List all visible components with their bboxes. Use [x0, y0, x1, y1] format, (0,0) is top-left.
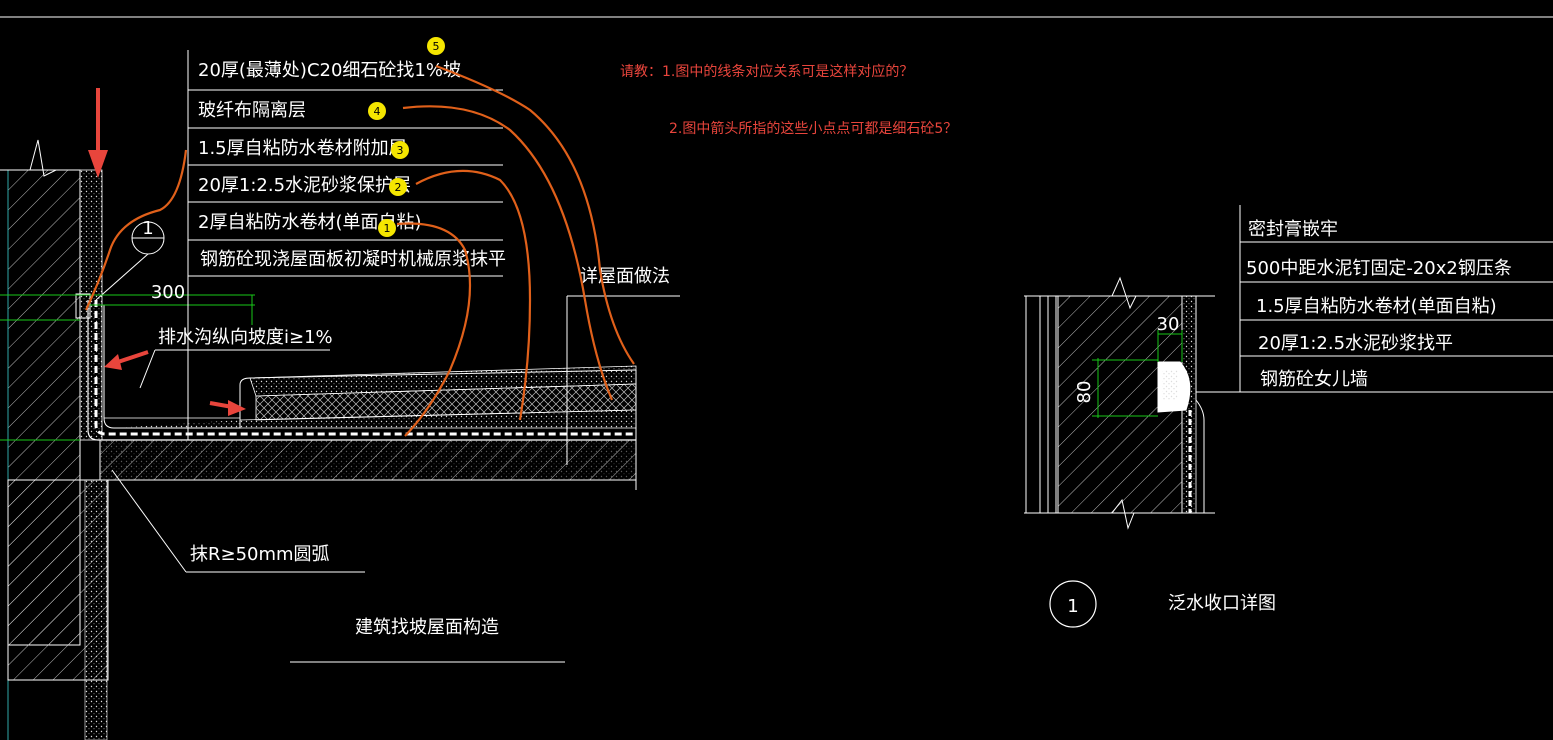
dim-80-text: 80: [1074, 381, 1095, 404]
svg-text:3: 3: [397, 144, 404, 157]
dimension-300: [0, 294, 255, 441]
right-dimensions: [1092, 330, 1183, 418]
layer-label-slab: 钢筋砼现浇屋面板初凝时机械原浆抹平: [200, 249, 506, 270]
drain-slope-note: 排水沟纵向坡度i≥1%: [158, 327, 333, 348]
layer-label-5: 20厚(最薄处)C20细石砼找1%坡: [198, 60, 461, 81]
question-2: 2.图中箭头所指的这些小点点可都是细石砼5？: [669, 120, 957, 137]
red-arrows: [88, 88, 246, 416]
detail-reference-label: 详屋面做法: [580, 266, 670, 287]
left-drawing-title: 建筑找坡屋面构造: [355, 617, 499, 638]
layer-label-3: 1.5厚自粘防水卷材附加层: [198, 138, 407, 159]
right-flashing-detail: 30 80 密封膏嵌牢 500中距水泥钉固定-20x2钢压条 1.5厚自粘防水卷…: [1024, 205, 1553, 628]
arc-radius-note: 抹R≥50mm圆弧: [190, 544, 330, 565]
layer-table-lines: [188, 89, 503, 277]
badge-1: 1: [378, 219, 396, 237]
badge-2: 2: [389, 178, 407, 196]
svg-text:1: 1: [384, 222, 391, 235]
annotation-curves: [85, 64, 635, 437]
svg-text:4: 4: [374, 105, 381, 118]
right-note-3: 20厚1:2.5水泥砂浆找平: [1258, 333, 1453, 354]
detail-number-circle: [1049, 580, 1097, 628]
right-note-1: 500中距水泥钉固定-20x2钢压条: [1246, 258, 1512, 279]
dim-300-text: 300: [151, 282, 185, 303]
question-1: 请教：1.图中的线条对应关系可是这样对应的？: [620, 63, 913, 80]
right-drawing-title: 泛水收口详图: [1168, 593, 1276, 614]
layer-label-4: 玻纤布隔离层: [198, 100, 306, 121]
right-note-0: 密封膏嵌牢: [1248, 218, 1338, 240]
detail-number-text: 1: [1067, 596, 1078, 617]
left-section-drawing: 1 300 20厚(最薄处)C20细石砼找1%坡: [0, 37, 957, 740]
break-symbol: [0, 139, 80, 177]
badge-4: 4: [368, 102, 386, 120]
layer-label-1: 2厚自粘防水卷材(单面自粘): [198, 212, 422, 233]
badge-3: 3: [391, 141, 409, 159]
svg-text:2: 2: [395, 181, 402, 194]
layer-label-2: 20厚1:2.5水泥砂浆保护层: [198, 175, 411, 196]
svg-text:5: 5: [433, 40, 440, 53]
waterproof-membrane-line: [94, 300, 636, 436]
right-note-2: 1.5厚自粘防水卷材(单面自粘): [1256, 296, 1497, 317]
right-notes-table-lines: [1240, 241, 1553, 357]
dim-30-text: 30: [1157, 314, 1180, 335]
right-note-4: 钢筋砼女儿墙: [1260, 369, 1368, 390]
detail-callout-number: 1: [142, 218, 153, 239]
badge-5: 5: [427, 37, 445, 55]
